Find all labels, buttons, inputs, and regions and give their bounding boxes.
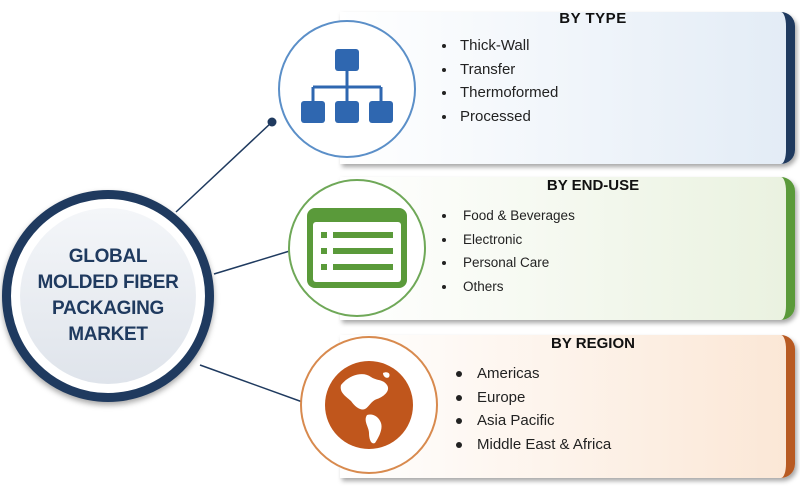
connector-dot-type (267, 117, 277, 127)
segment-heading: BY TYPE (559, 10, 627, 27)
list-item: Personal Care (440, 251, 575, 275)
enduse-icon-circle (288, 179, 426, 317)
center-title: GLOBAL MOLDED FIBER PACKAGING MARKET (37, 246, 179, 345)
list-item: Europe (455, 386, 611, 410)
list-item: Americas (455, 362, 611, 386)
connector-enduse (213, 249, 294, 275)
list-item: Processed (440, 105, 558, 129)
segment-list: Food & Beverages Electronic Personal Car… (440, 204, 575, 298)
segment-heading: BY REGION (551, 335, 635, 352)
connector-type (175, 121, 273, 213)
list-item: Middle East & Africa (455, 433, 611, 457)
center-inner: GLOBAL MOLDED FIBER PACKAGING MARKET (20, 208, 196, 384)
list-icon (307, 208, 407, 288)
segment-list: Thick-Wall Transfer Thermoformed Process… (440, 34, 558, 128)
list-item: Thick-Wall (440, 34, 558, 58)
segment-list: Americas Europe Asia Pacific Middle East… (455, 362, 611, 456)
hierarchy-icon (301, 49, 393, 123)
center-circle: GLOBAL MOLDED FIBER PACKAGING MARKET (2, 190, 214, 402)
list-item: Transfer (440, 58, 558, 82)
list-item: Others (440, 275, 575, 299)
segment-heading: BY END-USE (546, 177, 640, 194)
list-item: Thermoformed (440, 81, 558, 105)
globe-icon (325, 361, 413, 449)
region-icon-circle (300, 336, 438, 474)
list-item: Food & Beverages (440, 204, 575, 228)
type-icon-circle (278, 20, 416, 158)
list-item: Electronic (440, 228, 575, 252)
connector-region (199, 364, 309, 405)
list-item: Asia Pacific (455, 409, 611, 433)
